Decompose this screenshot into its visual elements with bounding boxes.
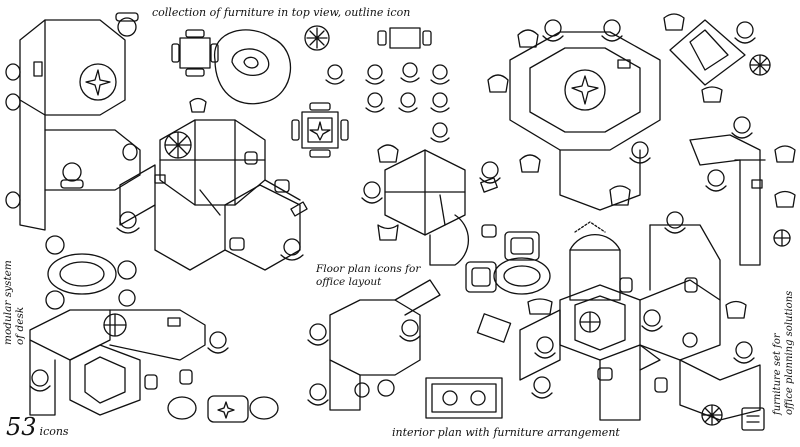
lounge-armchairs-icon	[465, 231, 553, 315]
chair-icon	[377, 224, 399, 241]
chair-icon	[487, 74, 509, 93]
chair-icon	[619, 277, 633, 293]
chair-icon	[701, 86, 723, 103]
chair-icon	[682, 332, 698, 348]
rug-with-sofa-icon	[425, 377, 503, 419]
person-at-desk-icon	[542, 19, 564, 42]
chair-icon	[684, 277, 698, 293]
chair-icon	[5, 63, 21, 81]
person-at-desk-icon	[629, 141, 651, 164]
modular-caption-line2: of desk	[14, 306, 26, 345]
furniture-set-caption: furniture set for office planning soluti…	[772, 291, 796, 415]
potted-plant-icon	[79, 63, 117, 101]
person-at-desk-icon	[731, 116, 753, 139]
plant-icon	[103, 313, 127, 337]
triangular-desk-icon	[663, 13, 771, 103]
coffee-table-with-chairs-icon	[291, 102, 349, 158]
modular-system-caption: modular system of desk	[2, 260, 26, 345]
person-at-desk-icon	[664, 211, 686, 234]
chair-icon	[527, 298, 553, 315]
chair-icon	[189, 97, 207, 113]
person-at-desk-icon	[307, 323, 329, 346]
plant-icon	[749, 54, 771, 76]
desk-with-chair-icon	[377, 27, 432, 49]
person-at-desk-icon	[207, 331, 229, 354]
chair-icon	[609, 185, 631, 206]
chair-icon	[774, 145, 796, 163]
floor-plan-caption-line1: Floor plan icons for	[316, 263, 421, 275]
chair-icon	[144, 374, 158, 390]
person-at-desk-icon	[479, 161, 501, 184]
furniture-set-caption-line2: office planning solutions	[784, 290, 795, 415]
round-table-with-chairs-icon	[45, 235, 137, 310]
interior-plan-caption: interior plan with furniture arrangement	[392, 426, 620, 439]
chair-icon	[654, 377, 668, 393]
plant-icon	[579, 311, 601, 333]
corner-desk-workstation-icon	[689, 116, 796, 266]
person-at-desk-icon	[29, 369, 51, 392]
person-at-desk-icon	[280, 238, 304, 261]
icon-count-number: 53	[6, 413, 37, 441]
person-at-desk-icon	[534, 336, 556, 359]
armchair-pair-icon	[167, 395, 279, 423]
person-at-desk-icon	[307, 383, 329, 406]
modular-caption-line1: modular system	[2, 260, 14, 345]
floor-plan-caption: Floor plan icons for office layout	[316, 263, 420, 289]
person-at-desk-icon	[399, 319, 421, 342]
chair-icon	[229, 237, 245, 251]
chair-icon	[519, 154, 541, 173]
chair-icon	[597, 367, 613, 381]
furniture-set-caption-line1: furniture set for	[772, 333, 783, 415]
floor-plan-caption-line2: office layout	[316, 276, 382, 288]
person-at-desk-icon	[531, 376, 553, 399]
chair-icon	[517, 29, 539, 48]
title-caption: collection of furniture in top view, out…	[152, 6, 411, 19]
square-table-with-chairs-icon	[171, 29, 219, 77]
person-at-desk-icon	[361, 181, 383, 204]
hexagon-meeting-table-icon	[487, 19, 661, 211]
hexagon-desk-cluster-bottom-left	[29, 309, 229, 416]
chair-icon	[663, 13, 685, 31]
person-at-desk-icon	[705, 169, 727, 192]
chair-icon	[354, 382, 370, 398]
desk-with-people-bottom-center	[307, 279, 441, 411]
modular-desk-cluster-top-left	[5, 12, 141, 231]
person-at-desk-icon	[601, 19, 623, 42]
icon-count-label: icons	[39, 425, 69, 438]
large-workstation-cluster-bottom-right	[476, 211, 761, 421]
person-at-desk-icon	[116, 211, 140, 234]
person-at-desk-icon	[734, 21, 756, 44]
person-at-desk-icon	[733, 341, 755, 364]
chair-icon	[122, 143, 138, 161]
office-chair-icon	[115, 12, 139, 37]
plant-icon	[701, 404, 723, 426]
chair-icon	[481, 224, 497, 238]
hexagon-workstation-cluster-icon	[116, 119, 308, 271]
round-rug-icon	[214, 29, 292, 105]
plant-icon	[773, 229, 791, 247]
chair-icon	[179, 369, 193, 385]
chair-icon	[5, 191, 21, 209]
small-cabinet-icon	[741, 407, 765, 431]
people-top-view-group	[325, 62, 450, 143]
office-chair-icon	[60, 162, 84, 189]
chair-icon	[377, 379, 395, 397]
chair-icon	[274, 179, 290, 193]
chair-icon	[5, 93, 21, 111]
chair-icon	[725, 300, 747, 319]
plant-icon	[164, 131, 192, 159]
plant-icon	[304, 25, 330, 51]
person-at-desk-icon	[641, 309, 663, 332]
desk-arrangement-center-icon	[361, 144, 501, 266]
chair-icon	[244, 151, 258, 165]
chair-icon	[774, 190, 796, 208]
chair-icon	[377, 144, 399, 163]
